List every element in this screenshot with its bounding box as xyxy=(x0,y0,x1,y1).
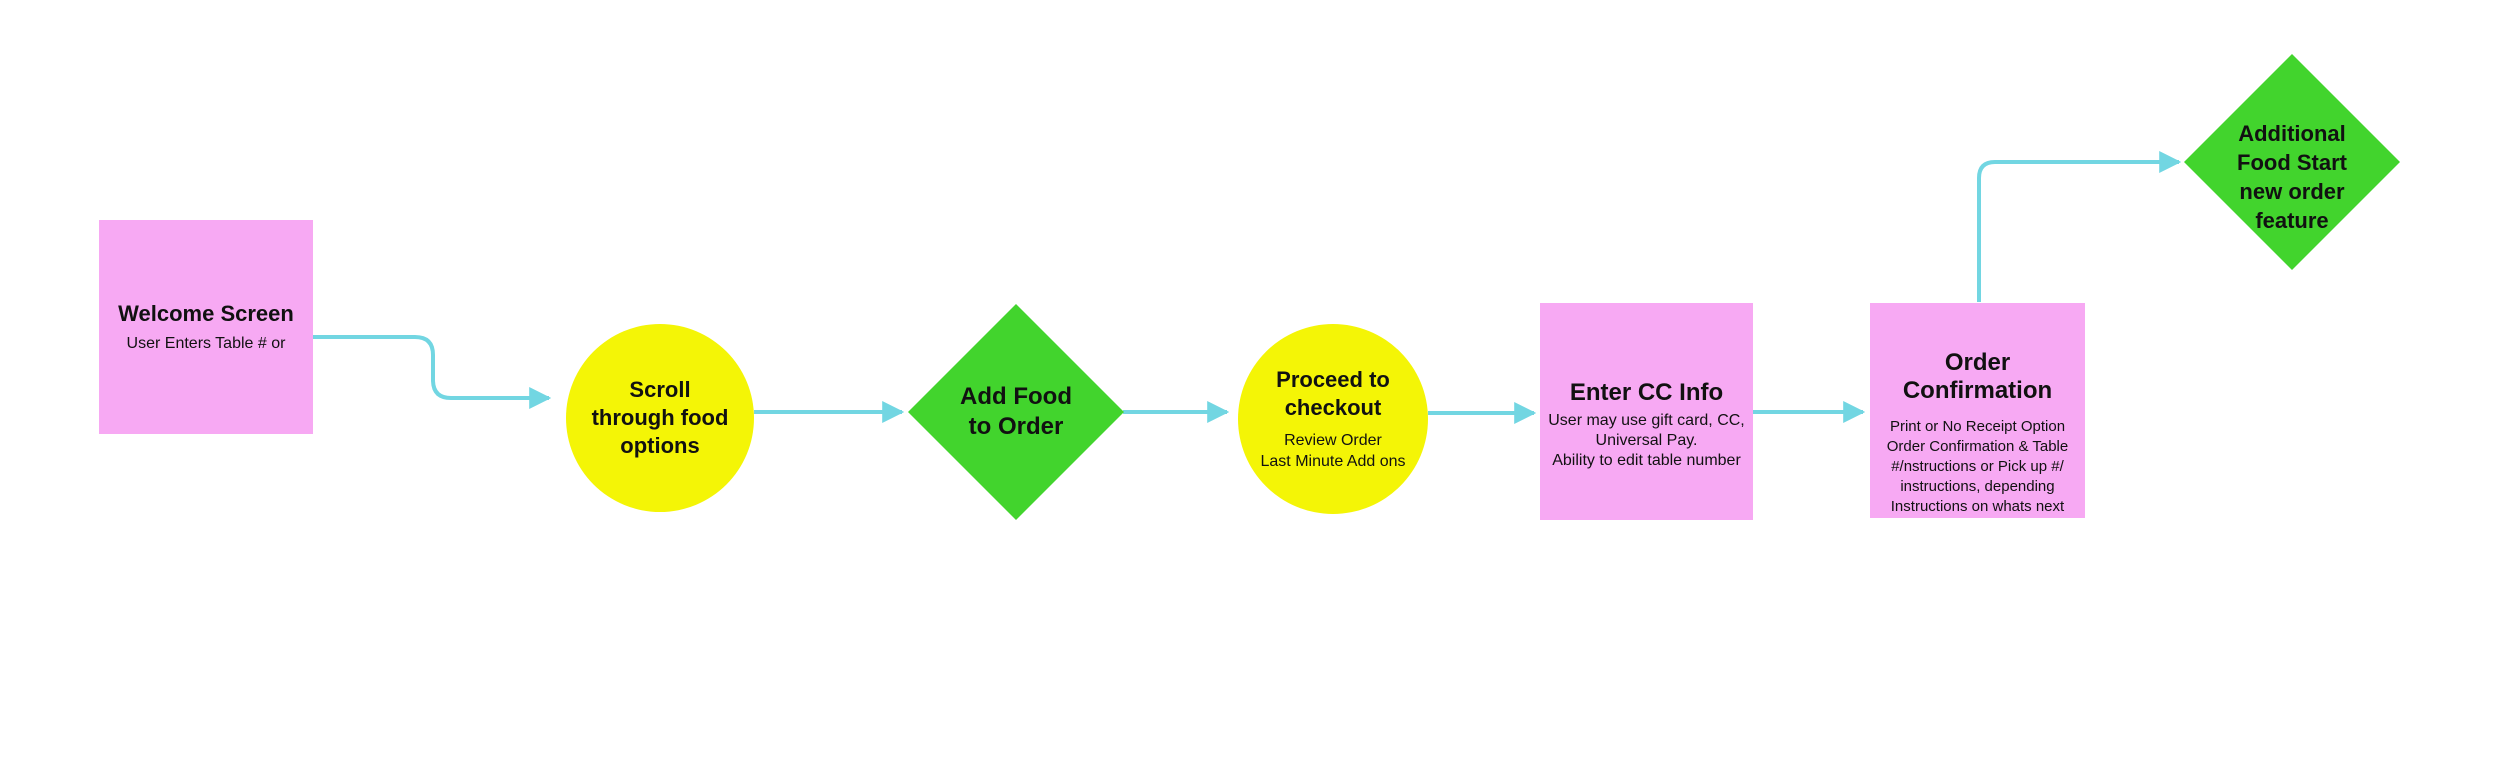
node-title: Add Food to Order xyxy=(960,383,1072,440)
node-scroll-food-options[interactable]: Scroll through food options xyxy=(566,324,754,512)
node-title: Proceed to checkout xyxy=(1276,367,1390,420)
node-title: Welcome Screen xyxy=(118,301,294,326)
node-title: Scroll through food options xyxy=(591,377,729,458)
node-body: Review Order Last Minute Add ons xyxy=(1260,432,1406,470)
node-body: User Enters Table # or xyxy=(126,335,286,352)
node-proceed-to-checkout[interactable]: Proceed to checkout Review Order Last Mi… xyxy=(1238,324,1428,514)
connector-welcome-to-scroll[interactable] xyxy=(313,335,552,409)
node-order-confirmation[interactable]: Order Confirmation Print or No Receipt O… xyxy=(1870,303,2085,518)
connector-confirmation-to-additional[interactable] xyxy=(1977,151,2182,302)
node-enter-cc-info[interactable]: Enter CC Info User may use gift card, CC… xyxy=(1540,303,1753,520)
node-title: Enter CC Info xyxy=(1569,378,1724,406)
node-welcome-screen[interactable]: Welcome Screen User Enters Table # or xyxy=(99,220,313,434)
node-body: User may use gift card, CC, Universal Pa… xyxy=(1548,411,1745,469)
node-body: Print or No Receipt Option Order Confirm… xyxy=(1886,418,2069,515)
node-title: Order Confirmation xyxy=(1902,349,2053,404)
node-title: Additional Food Start new order feature xyxy=(2237,121,2347,233)
